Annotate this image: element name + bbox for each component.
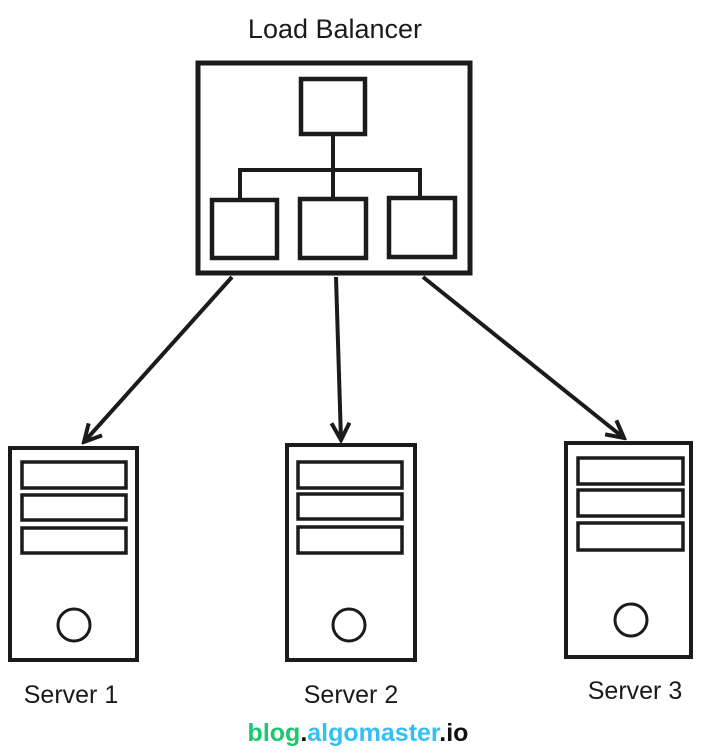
server-3-drive-bay-slot-1 <box>576 456 685 486</box>
server-3-power-button-icon <box>613 602 649 638</box>
lb-child-node-icon-3 <box>386 195 458 260</box>
server-tower-icon-1 <box>8 446 139 662</box>
arrow-lb-to-server-3 <box>421 275 624 438</box>
lb-child-node-icon-2 <box>297 196 369 261</box>
server-3-case <box>564 441 693 659</box>
server-2-power-button-icon <box>331 607 367 643</box>
arrow-lb-to-server-2 <box>336 276 341 440</box>
server-tower-icon-3 <box>564 441 693 659</box>
watermark-site: algomaster <box>307 719 441 747</box>
watermark-blog: blog <box>248 719 301 747</box>
server-2-label: Server 2 <box>304 681 398 709</box>
server-2-drive-bay-slot-2 <box>296 492 404 521</box>
server-1-drive-bay-slot-2 <box>20 493 128 522</box>
watermark-blog-algomaster-io: blog.algomaster.io <box>248 719 469 747</box>
server-tower-icon-2 <box>285 443 417 662</box>
server-2-drive-bay-slot-1 <box>296 460 404 490</box>
watermark-dot-2: . <box>439 719 446 747</box>
server-2-drive-bay-slot-3 <box>296 525 404 555</box>
server-3-drive-bay-slot-3 <box>576 521 685 552</box>
server-3-drive-bay-slot-2 <box>576 488 685 518</box>
watermark-dot-1: . <box>300 719 307 747</box>
diagram-title: Load Balancer <box>248 14 422 44</box>
server-1-case <box>8 446 139 662</box>
arrow-lb-to-server-1 <box>84 275 234 442</box>
server-2-case <box>285 443 417 662</box>
lb-child-node-icon-1 <box>209 197 280 261</box>
server-1-label: Server 1 <box>24 681 118 709</box>
server-1-drive-bay-slot-3 <box>20 526 128 555</box>
server-3-label: Server 3 <box>588 677 682 705</box>
watermark-tld: io <box>446 719 468 747</box>
server-1-drive-bay-slot-1 <box>20 460 128 490</box>
load-balancer-box <box>195 60 473 276</box>
lb-tree-connector-lines <box>238 134 422 200</box>
server-1-power-button-icon <box>56 607 92 643</box>
lb-root-node-icon <box>298 76 368 137</box>
